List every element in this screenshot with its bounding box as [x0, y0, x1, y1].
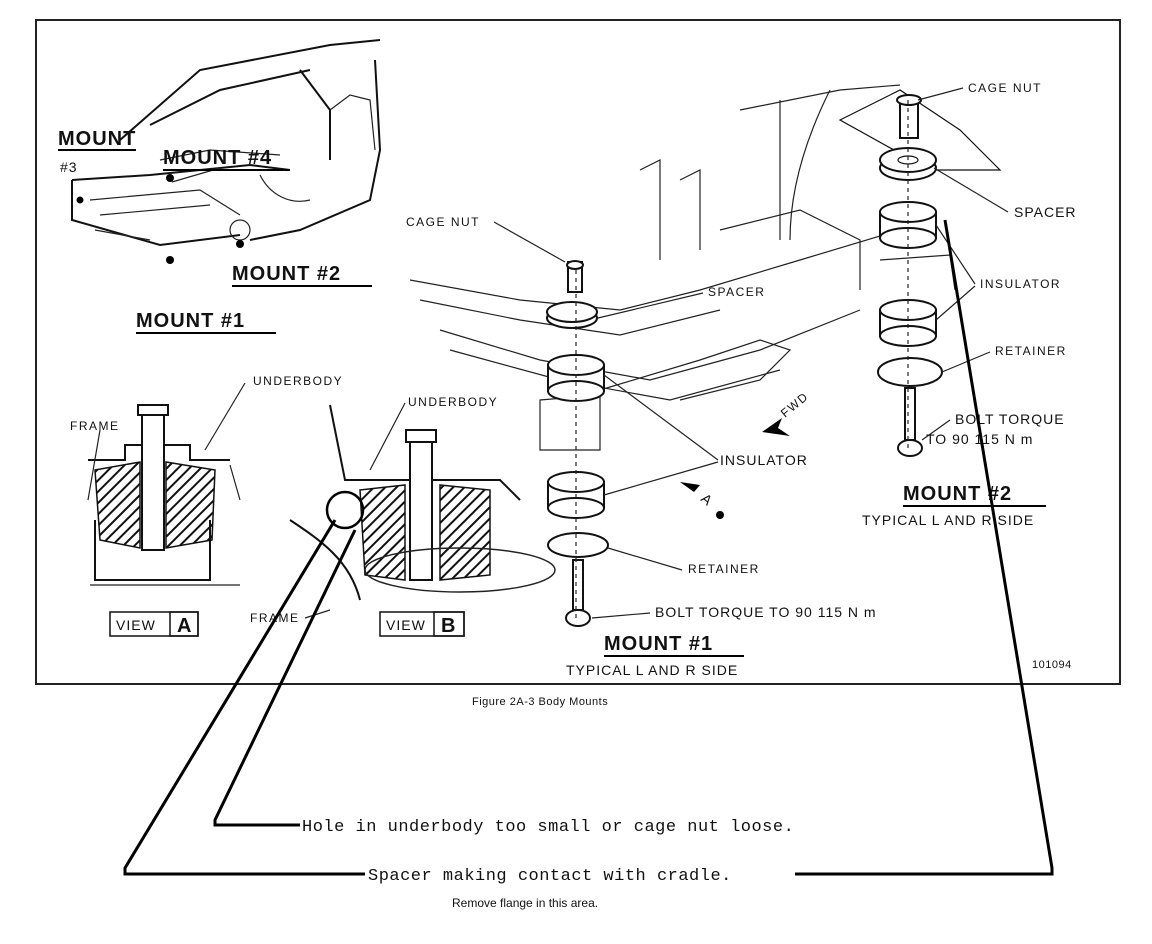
mount1-insulator-label: INSULATOR [720, 452, 808, 468]
mount-dot-2 [236, 240, 244, 248]
mount1-retainer-label: RETAINER [688, 562, 760, 576]
figure-caption: Figure 2A-3 Body Mounts [472, 696, 608, 708]
figure-frame [35, 19, 1121, 685]
mount2-label: MOUNT #2 [232, 263, 341, 285]
note-hole-in-underbody: Hole in underbody too small or cage nut … [302, 818, 794, 837]
mount-dot-3 [76, 196, 84, 204]
note-remove-flange: Remove flange in this area. [452, 896, 598, 910]
view-a-tag-letter: A [177, 615, 192, 637]
view-a-arrow-label: A [698, 490, 716, 509]
note-spacer-contact: Spacer making contact with cradle. [368, 867, 732, 886]
mount2-spacer-label: SPACER [1014, 204, 1077, 220]
mount2-bolt-line2: TO 90 115 N m [926, 431, 1033, 447]
mount3-number: #3 [60, 159, 78, 175]
view-b-section [289, 402, 556, 601]
mount2-retainer-label: RETAINER [995, 344, 1067, 358]
mount2-stack [838, 89, 1002, 457]
mount2-title: MOUNT #2 [903, 483, 1012, 505]
mount1-stack [546, 260, 609, 627]
figure-number: 101094 [1032, 659, 1072, 671]
view-a-section [87, 382, 246, 586]
mount1-title: MOUNT #1 [604, 633, 713, 655]
view-b-tag-word: VIEW [386, 617, 426, 633]
mount1-bolt-torque-label: BOLT TORQUE TO 90 115 N m [655, 604, 877, 620]
view-a-tag [109, 611, 199, 637]
mount2-bolt-line1: BOLT TORQUE [955, 411, 1065, 427]
view-b-underbody-label: UNDERBODY [408, 395, 498, 409]
mount4-label: MOUNT #4 [163, 147, 272, 169]
mount-dot-4 [166, 174, 174, 182]
fwd-label: FWD [778, 389, 811, 420]
mount3-label: MOUNT [58, 128, 136, 150]
mount-dot-1 [166, 256, 174, 264]
view-a-tag-word: VIEW [116, 617, 156, 633]
view-a-arrow-icon [680, 482, 724, 519]
mount1-subtitle: TYPICAL L AND R SIDE [566, 662, 738, 678]
mount2-insulator-label: INSULATOR [980, 277, 1061, 291]
mount1-overview-label: MOUNT #1 [136, 310, 245, 332]
annotation-lines [123, 219, 1054, 876]
mount1-cage-nut-label: CAGE NUT [406, 215, 480, 229]
view-a-frame-label: FRAME [70, 419, 120, 433]
mount2-cage-nut-label: CAGE NUT [968, 81, 1042, 95]
view-b-frame-label: FRAME [250, 611, 300, 625]
fwd-arrow-icon [762, 418, 790, 436]
view-b-tag-letter: B [441, 615, 456, 637]
truck-overview [71, 39, 382, 264]
mount2-subtitle: TYPICAL L AND R SIDE [862, 512, 1034, 528]
mount1-spacer-label: SPACER [708, 285, 765, 299]
view-a-underbody-label: UNDERBODY [253, 374, 343, 388]
